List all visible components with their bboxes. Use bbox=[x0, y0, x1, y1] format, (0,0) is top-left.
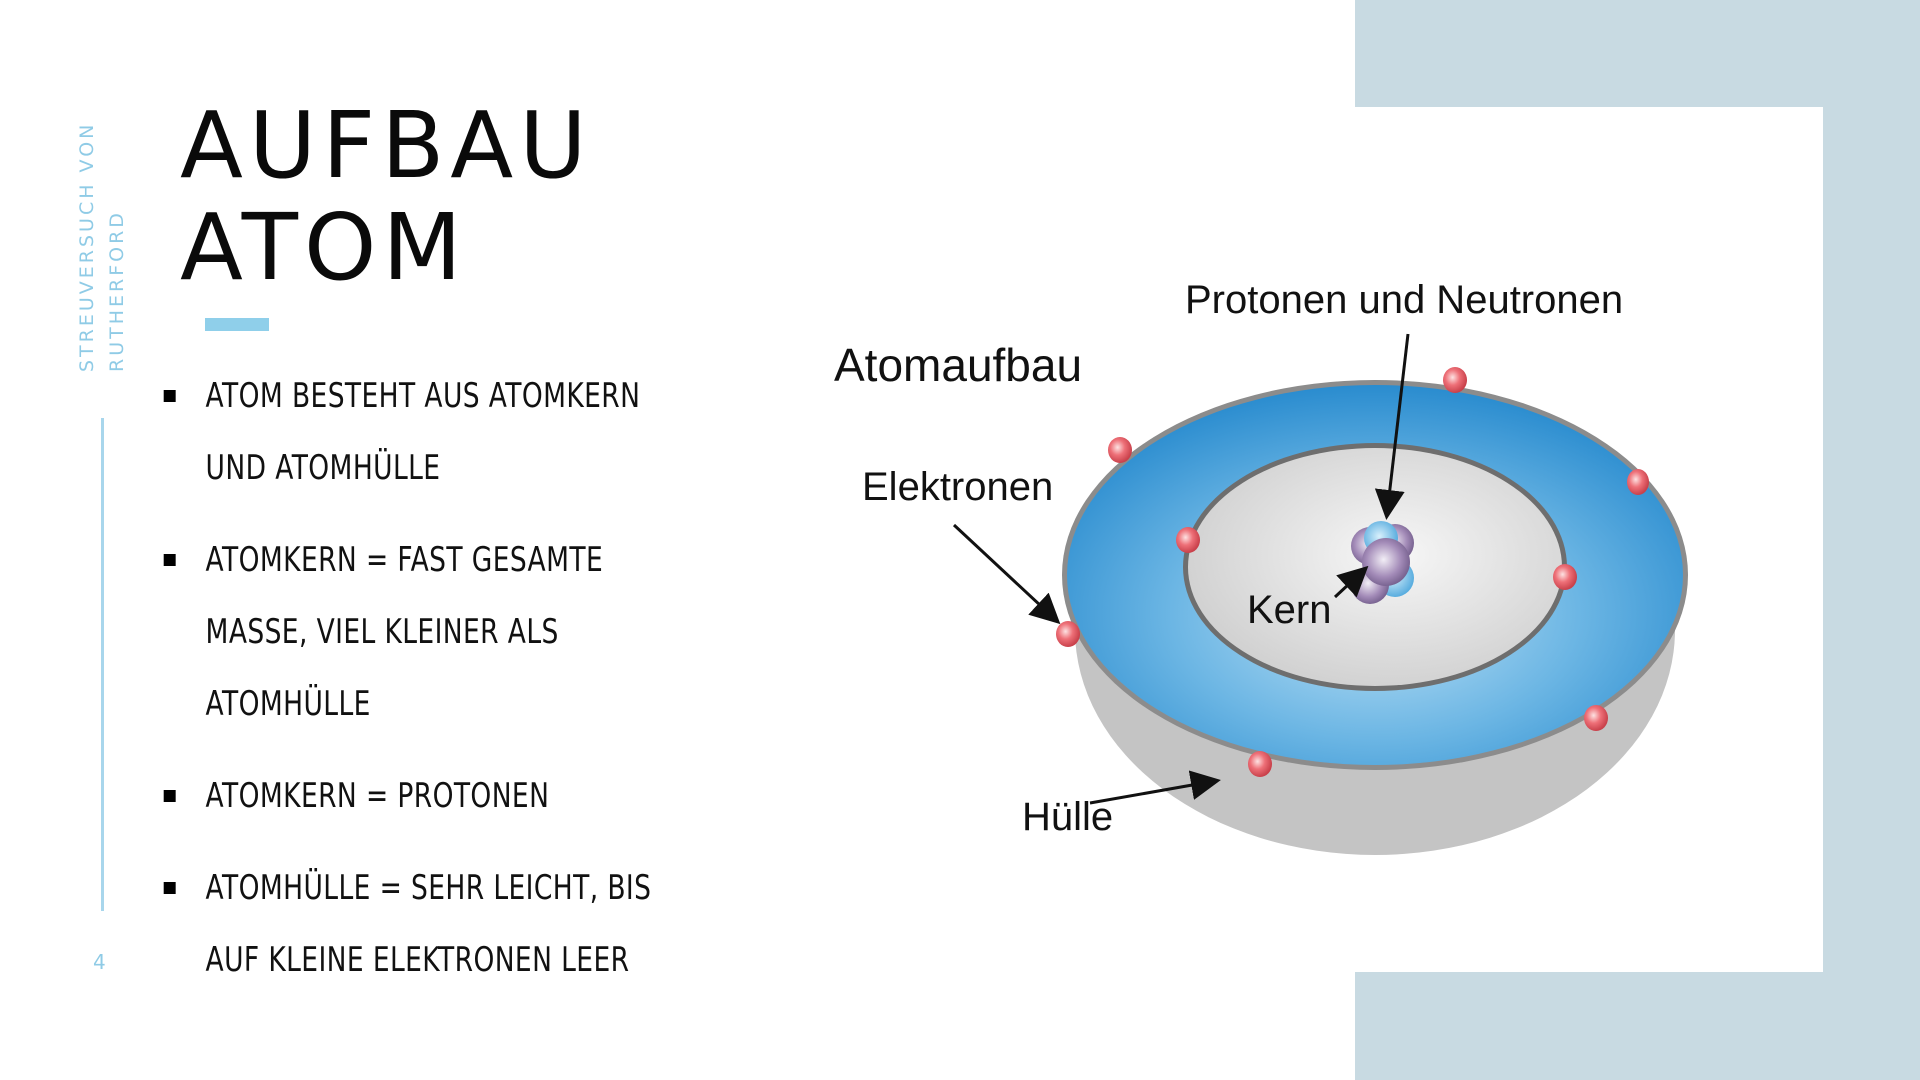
atom-diagram: Atomaufbau Protonen und Neutronen Elektr… bbox=[820, 260, 1820, 880]
square-bullet-icon bbox=[163, 790, 176, 802]
section-caption: STREUVERSUCH VON RUTHERFORD bbox=[72, 122, 132, 372]
section-caption-line-1: STREUVERSUCH VON bbox=[76, 121, 98, 372]
diagram-title: Atomaufbau bbox=[834, 339, 1083, 391]
square-bullet-icon bbox=[163, 554, 176, 566]
bullet-text: UND ATOMHÜLLE bbox=[205, 448, 441, 488]
bullet-text: ATOMKERN = FAST GESAMTE bbox=[205, 540, 604, 580]
title-line-1: AUFBAU bbox=[180, 92, 593, 199]
bullet-text: ATOMHÜLLE = SEHR LEICHT, BIS bbox=[205, 868, 652, 908]
bullet-item: ATOMKERN = PROTONEN bbox=[163, 760, 767, 832]
title-accent-bar bbox=[205, 318, 269, 331]
bullet-text: AUF KLEINE ELEKTRONEN LEER bbox=[205, 940, 630, 980]
label-shell: Hülle bbox=[1022, 795, 1114, 839]
label-electrons: Elektronen bbox=[862, 465, 1054, 509]
bullet-text: ATOMKERN = PROTONEN bbox=[205, 776, 550, 816]
square-bullet-icon bbox=[163, 882, 176, 894]
label-nucleons: Protonen und Neutronen bbox=[1185, 278, 1624, 322]
bullet-list: ATOM BESTEHT AUS ATOMKERN UND ATOMHÜLLE … bbox=[163, 360, 725, 1016]
label-nucleus: Kern bbox=[1247, 588, 1332, 632]
atom-model-illustration bbox=[952, 333, 1688, 855]
square-bullet-icon bbox=[163, 390, 176, 402]
electron-icons bbox=[1056, 367, 1649, 777]
bullet-text: ATOMHÜLLE bbox=[205, 684, 371, 724]
page-number: 4 bbox=[93, 950, 106, 974]
arrow-nucleons bbox=[1374, 333, 1410, 520]
slide-title: AUFBAU ATOM bbox=[180, 95, 593, 299]
bullet-item: ATOMHÜLLE = SEHR LEICHT, BIS AUF KLEINE … bbox=[163, 852, 767, 996]
arrow-shell bbox=[1089, 770, 1221, 805]
arrow-electrons bbox=[952, 523, 1061, 625]
title-line-2: ATOM bbox=[180, 194, 468, 301]
bullet-text: MASSE, VIEL KLEINER ALS bbox=[205, 612, 559, 652]
section-caption-line-2: RUTHERFORD bbox=[106, 210, 128, 372]
vertical-divider bbox=[101, 418, 104, 911]
bullet-item: ATOM BESTEHT AUS ATOMKERN UND ATOMHÜLLE bbox=[163, 360, 767, 504]
bullet-text: ATOM BESTEHT AUS ATOMKERN bbox=[205, 376, 641, 416]
arrow-nucleus bbox=[1333, 565, 1369, 599]
bullet-item: ATOMKERN = FAST GESAMTE MASSE, VIEL KLEI… bbox=[163, 524, 767, 740]
